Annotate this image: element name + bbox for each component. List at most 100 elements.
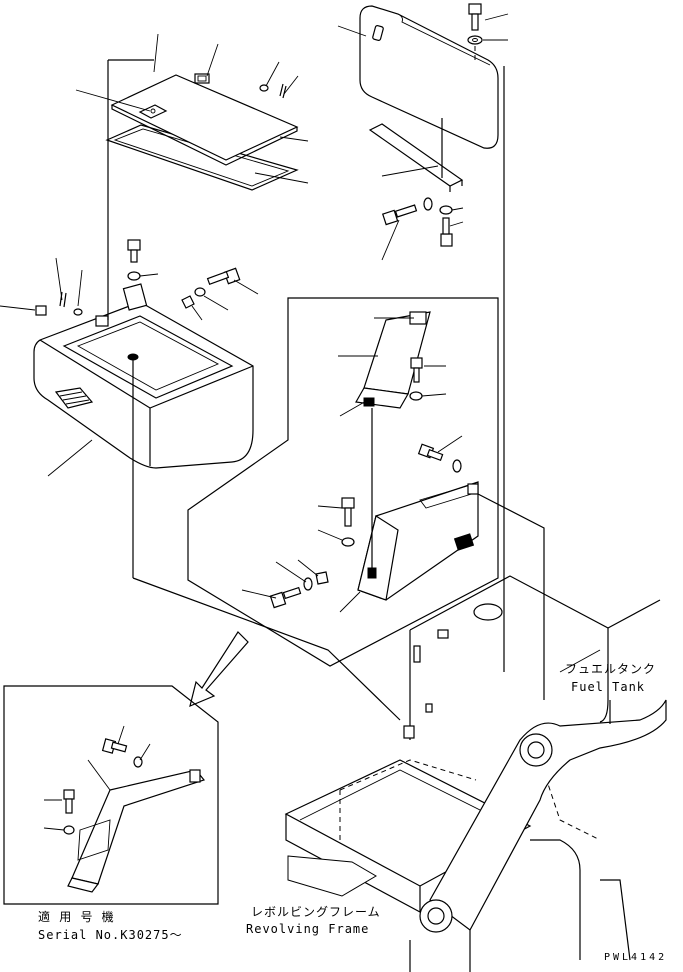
tank-clip — [437, 629, 449, 639]
leader — [381, 219, 400, 261]
cotter-pin — [59, 291, 67, 308]
leader — [283, 75, 299, 95]
box-opening-inner — [76, 321, 220, 391]
leader — [254, 172, 309, 184]
nut — [315, 571, 329, 585]
cover-plate-edge — [111, 105, 298, 166]
bolt — [63, 789, 75, 814]
inset-tab — [189, 769, 201, 783]
revolving-frame-label-jp: レボルビングフレーム — [251, 905, 381, 919]
leader — [337, 25, 367, 37]
plate-latch — [194, 73, 210, 84]
cover-plate-group — [75, 33, 309, 191]
bolt — [206, 267, 241, 286]
text-labels: フュエルタンク Fuel Tank レボルビングフレーム Revolving F… — [38, 662, 667, 963]
box-handle-grip — [59, 391, 90, 405]
door-panel-group — [337, 3, 509, 672]
leader — [451, 207, 464, 211]
cotter-pin — [279, 83, 287, 99]
hidden-line — [339, 759, 477, 791]
leader — [297, 559, 319, 577]
bolt — [417, 443, 444, 461]
bolt — [127, 239, 141, 263]
frame-rear — [530, 839, 581, 960]
washer — [194, 287, 206, 297]
leader — [279, 136, 309, 142]
leader — [43, 827, 65, 831]
storage-box-group — [0, 59, 401, 721]
washer — [63, 825, 75, 835]
door-panel — [359, 5, 499, 149]
leader — [75, 89, 151, 112]
boom-pivot — [519, 733, 553, 767]
leader — [339, 591, 361, 613]
leader — [381, 165, 439, 177]
inset-bracket-face — [77, 819, 111, 861]
inset-frame — [3, 685, 219, 905]
arrow-shape — [189, 631, 249, 708]
drawing-code: PWL4142 — [604, 952, 667, 963]
boom-arm — [429, 699, 667, 931]
leader — [233, 279, 259, 295]
leader — [317, 529, 343, 541]
frame-pivot-inner — [427, 907, 445, 925]
leader — [484, 13, 509, 21]
washer — [467, 35, 483, 45]
tank-bolt — [425, 703, 433, 713]
leader — [203, 295, 229, 311]
washer — [127, 271, 141, 281]
plate-handle-hole — [150, 108, 156, 114]
revolving-frame-group — [284, 575, 667, 972]
leader — [117, 725, 125, 745]
boom-pivot-inner — [527, 741, 545, 759]
leader — [77, 269, 83, 307]
leader — [47, 439, 93, 477]
serial-inset-group — [3, 685, 219, 905]
counterweight-block — [287, 855, 377, 897]
bolt — [341, 497, 355, 527]
washer-hole — [472, 38, 478, 42]
frame-leg — [409, 930, 471, 972]
detail-frame — [187, 297, 499, 667]
upper-bracket-clip — [363, 397, 375, 407]
detail-frame-group — [187, 297, 545, 700]
detail-arrow — [189, 631, 249, 708]
plate-handle — [138, 104, 168, 119]
bolt — [468, 3, 482, 31]
fuel-tank-label-jp: フュエルタンク — [565, 662, 656, 676]
fuel-tank-label-en: Fuel Tank — [571, 680, 645, 694]
bolt — [269, 586, 302, 609]
leader — [139, 273, 159, 277]
bolt — [440, 217, 453, 247]
leader — [0, 305, 36, 311]
washer-small — [73, 308, 83, 316]
connector-line — [132, 577, 401, 721]
connector-line — [477, 493, 545, 700]
washer — [303, 577, 313, 591]
washer — [423, 197, 433, 211]
bolt — [381, 204, 418, 226]
washer — [341, 537, 355, 547]
frame-rear-2 — [600, 879, 631, 961]
bolt — [410, 357, 423, 383]
leader — [275, 561, 307, 583]
leader — [421, 393, 447, 397]
leader — [265, 61, 280, 87]
channel-tab — [467, 483, 479, 495]
leader — [139, 743, 151, 761]
leader — [317, 505, 343, 509]
nut — [181, 295, 195, 309]
door-slot — [372, 25, 384, 41]
frame-pivot — [419, 899, 453, 933]
leader — [55, 257, 63, 301]
inset-bracket — [71, 769, 206, 885]
tank-bracket — [413, 645, 421, 663]
leader — [191, 305, 203, 321]
gasket — [105, 124, 299, 191]
channel-bracket-side — [357, 515, 399, 601]
fuel-tank-top — [607, 599, 661, 629]
box-opening — [62, 315, 234, 399]
serial-label-en: Serial No.K30275～ — [38, 928, 183, 942]
revolving-frame-label-en: Revolving Frame — [246, 922, 369, 936]
